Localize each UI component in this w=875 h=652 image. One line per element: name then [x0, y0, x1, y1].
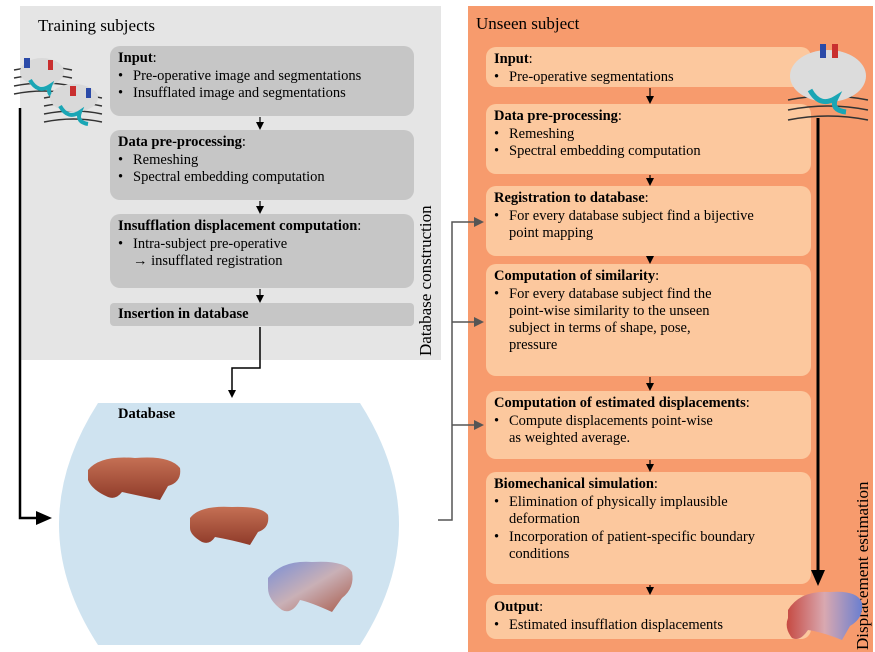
training-flow-arrows — [228, 117, 264, 398]
unseen-estimated-item: Compute displacements point-wise — [494, 413, 803, 430]
training-insertion-box: Insertion in database — [110, 303, 414, 326]
unseen-similarity-cont: point-wise similarity to the unseen — [509, 303, 710, 319]
training-displacement-heading: Insufflation displacement computation — [118, 218, 358, 234]
training-preprocessing-item: Spectral embedding computation — [118, 169, 406, 186]
training-displacement-item-cont: → insufflated registration — [133, 253, 283, 269]
unseen-preprocessing-heading: Data pre-processing — [494, 108, 618, 124]
unseen-preprocessing-item: Spectral embedding computation — [494, 143, 803, 160]
training-input-heading: Input — [118, 50, 153, 66]
unseen-registration-item: For every database subject find a biject… — [494, 208, 803, 225]
rib-cage-liver-icon — [43, 84, 103, 126]
unseen-similarity-cont: pressure — [509, 337, 558, 353]
training-input-item: Insufflated image and segmentations — [118, 85, 406, 102]
unseen-biomech-item-cont: conditions — [509, 546, 570, 562]
training-preprocessing-heading: Data pre-processing — [118, 134, 242, 150]
liver-mesh-icon — [88, 457, 181, 500]
liver-displacement-icon — [268, 561, 353, 612]
unseen-input-item: Pre-operative segmentations — [494, 69, 803, 86]
unseen-similarity-item: For every database subject find the — [494, 286, 803, 303]
unseen-output-heading: Output — [494, 599, 540, 615]
unseen-estimated-heading: Computation of estimated displacements — [494, 395, 746, 411]
training-displacement-item: Intra-subject pre-operative — [118, 236, 406, 253]
unseen-biomech-item: Incorporation of patient-specific bounda… — [494, 529, 803, 546]
unseen-estimated-item-cont: as weighted average. — [509, 430, 631, 446]
liver-displacement-icon — [786, 591, 863, 640]
unseen-registration-heading: Registration to database — [494, 190, 645, 206]
training-preprocessing-box: Data pre-processing: Remeshing Spectral … — [110, 130, 414, 200]
database-connector-arrows — [438, 217, 484, 521]
training-to-database-arrow — [18, 108, 52, 525]
unseen-biomech-item-cont: deformation — [509, 511, 580, 527]
unseen-biomech-item: Elimination of physically implausible — [494, 494, 803, 511]
liver-mesh-icon — [190, 506, 269, 545]
unseen-estimated-box: Computation of estimated displacements: … — [486, 391, 811, 459]
training-insertion-heading: Insertion in database — [118, 306, 249, 322]
unseen-registration-box: Registration to database: For every data… — [486, 186, 811, 256]
unseen-biomech-heading: Biomechanical simulation — [494, 476, 654, 492]
unseen-similarity-cont: subject in terms of shape, pose, — [509, 320, 691, 336]
unseen-title: Unseen subject — [476, 14, 580, 33]
unseen-biomech-box: Biomechanical simulation: Elimination of… — [486, 472, 811, 584]
database-label: Database — [118, 406, 176, 422]
training-displacement-box: Insufflation displacement computation: I… — [110, 214, 414, 288]
unseen-preprocessing-item: Remeshing — [494, 126, 803, 143]
training-title: Training subjects — [38, 16, 155, 35]
unseen-input-box: Input: Pre-operative segmentations — [486, 47, 811, 87]
training-input-item: Pre-operative image and segmentations — [118, 68, 406, 85]
training-preprocessing-item: Remeshing — [118, 152, 406, 169]
unseen-similarity-heading: Computation of similarity — [494, 268, 656, 284]
training-input-box: Input: Pre-operative image and segmentat… — [110, 46, 414, 116]
unseen-output-box: Output: Estimated insufflation displacem… — [486, 595, 811, 639]
unseen-input-heading: Input — [494, 51, 529, 67]
unseen-registration-item-cont: point mapping — [509, 225, 594, 241]
unseen-output-item: Estimated insufflation displacements — [494, 617, 803, 634]
rib-cage-liver-icon — [787, 44, 869, 121]
unseen-preprocessing-box: Data pre-processing: Remeshing Spectral … — [486, 104, 811, 174]
unseen-similarity-box: Computation of similarity: For every dat… — [486, 264, 811, 376]
